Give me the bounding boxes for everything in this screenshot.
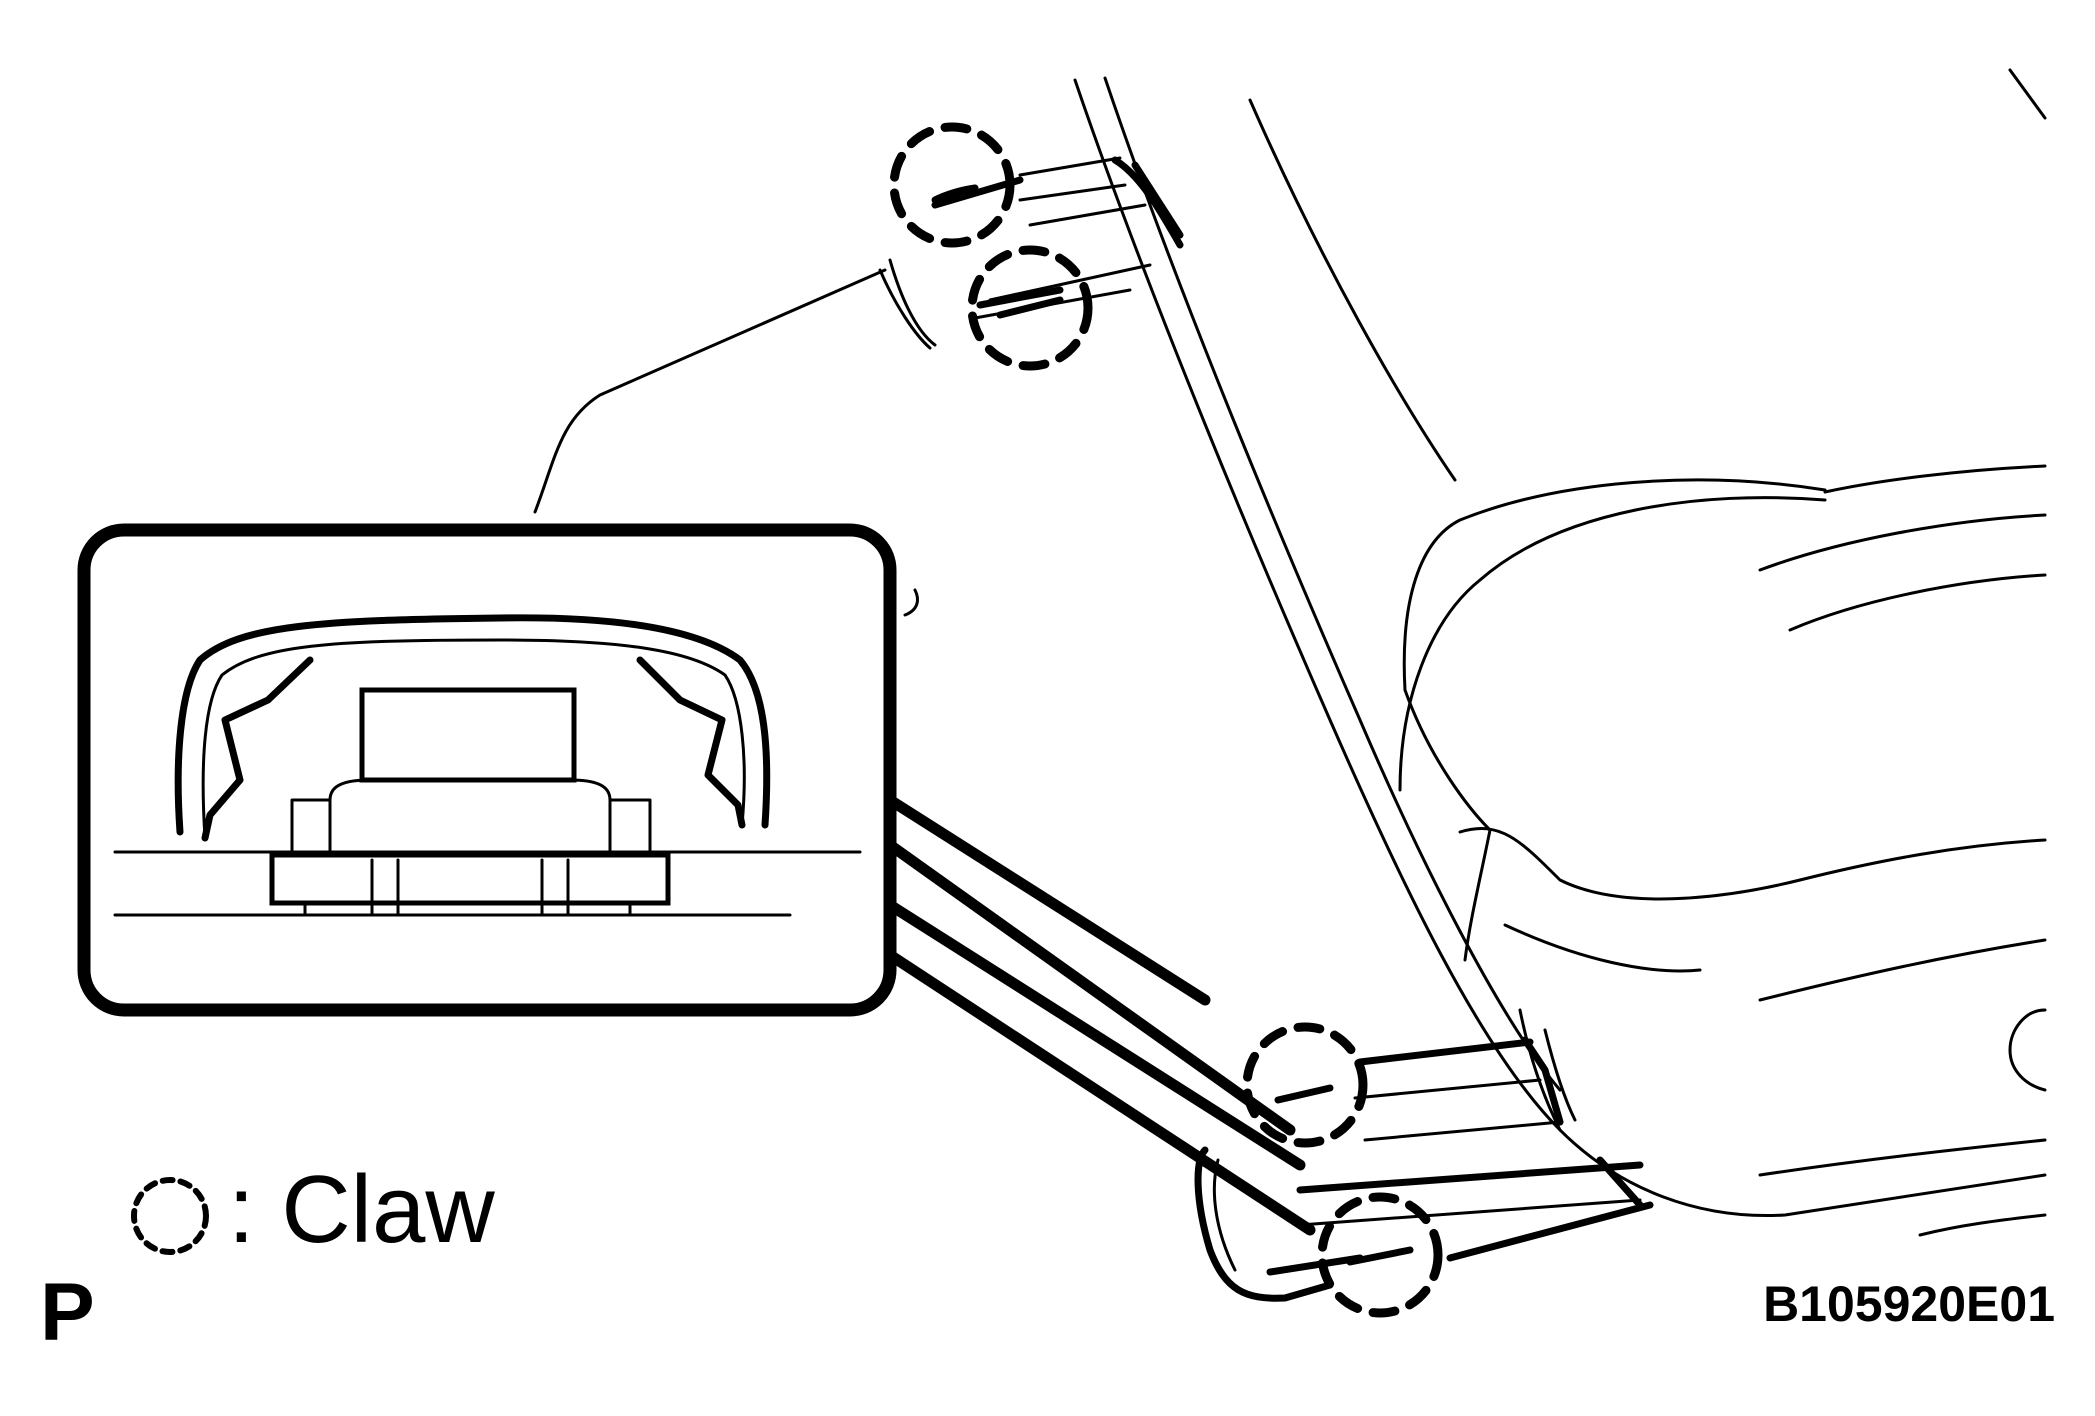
figure-code: B105920E01 [1763, 1276, 2055, 1332]
claw-marker-upper-2 [967, 245, 1093, 371]
claw-marker-lower-1 [1242, 1022, 1368, 1148]
claw-marker-upper-1 [889, 122, 1015, 248]
dashed-circle-icon [131, 1177, 209, 1255]
legend-claw-label: : Claw [228, 1156, 495, 1263]
lower-trim-section [1194, 1036, 1654, 1302]
upper-leader-line [533, 268, 887, 514]
claw-marker-lower-2 [1317, 1192, 1443, 1318]
claw-markers [889, 122, 1443, 1318]
procedure-marker: P [40, 1267, 95, 1358]
seat-line-art [903, 68, 2047, 1237]
detail-wedge-lines [884, 794, 1316, 1236]
detail-callout-box [77, 523, 897, 1017]
